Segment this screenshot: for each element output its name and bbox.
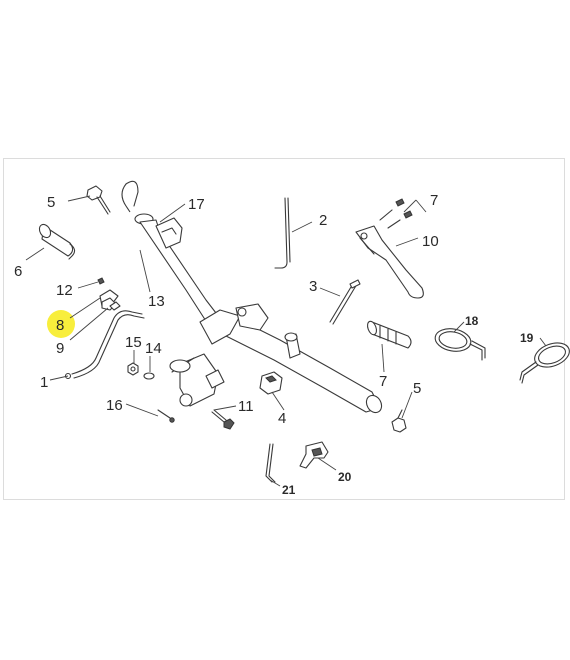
callout-2: 2 — [319, 212, 327, 229]
callout-20: 20 — [338, 470, 352, 484]
callout-8: 8 — [56, 317, 64, 334]
part-16-bolt[interactable] — [157, 409, 175, 423]
callout-21: 21 — [282, 483, 296, 497]
callout-5-top: 5 — [47, 194, 55, 211]
part-20-bracket[interactable] — [299, 441, 329, 469]
part-9-clip[interactable] — [109, 301, 121, 311]
callout-7-bottom: 7 — [379, 373, 387, 390]
leader-lines — [25, 195, 547, 487]
callout-5-right: 5 — [413, 380, 421, 397]
part-5-bolt-top[interactable] — [86, 185, 111, 215]
callout-16: 16 — [106, 397, 123, 414]
callout-18: 18 — [465, 314, 479, 328]
callout-1: 1 — [40, 374, 48, 391]
part-5-bolt-right[interactable] — [391, 409, 407, 433]
part-3-cable-tie[interactable] — [329, 279, 361, 325]
part-6-left-grip[interactable] — [37, 222, 76, 260]
part-11-bolt[interactable] — [211, 409, 235, 430]
callout-10: 10 — [422, 233, 439, 250]
callout-9: 9 — [56, 340, 64, 357]
callout-13: 13 — [148, 293, 165, 310]
callout-labels: 5 6 17 2 7 10 12 13 8 9 3 18 19 15 14 1 … — [14, 192, 534, 497]
callout-12: 12 — [56, 282, 73, 299]
part-12-clamp[interactable] — [97, 277, 119, 311]
part-15-nut[interactable] — [127, 362, 139, 376]
part-2-rod[interactable] — [274, 197, 291, 269]
part-21-strip[interactable] — [265, 443, 276, 483]
part-7-right-grip[interactable] — [366, 320, 412, 349]
highlight-marker — [47, 310, 75, 338]
diagram-frame — [3, 158, 565, 500]
callout-3: 3 — [309, 278, 317, 295]
callout-19: 19 — [520, 331, 534, 345]
callout-4: 4 — [278, 410, 286, 427]
part-10-brake-lever[interactable] — [355, 225, 424, 299]
part-7-screws-upper[interactable] — [379, 198, 413, 229]
part-1-cable[interactable] — [64, 310, 145, 380]
part-18-mirror-left[interactable] — [433, 326, 486, 361]
callout-17: 17 — [188, 196, 205, 213]
handlebar-frame[interactable] — [121, 180, 385, 415]
callout-14: 14 — [145, 340, 162, 357]
part-4-switch[interactable] — [259, 371, 283, 395]
part-19-mirror-right[interactable] — [519, 339, 570, 384]
callout-6: 6 — [14, 263, 22, 280]
part-14-washer[interactable] — [143, 372, 155, 380]
callout-11: 11 — [238, 398, 254, 415]
callout-15: 15 — [125, 334, 142, 351]
callout-7-top: 7 — [430, 192, 438, 209]
